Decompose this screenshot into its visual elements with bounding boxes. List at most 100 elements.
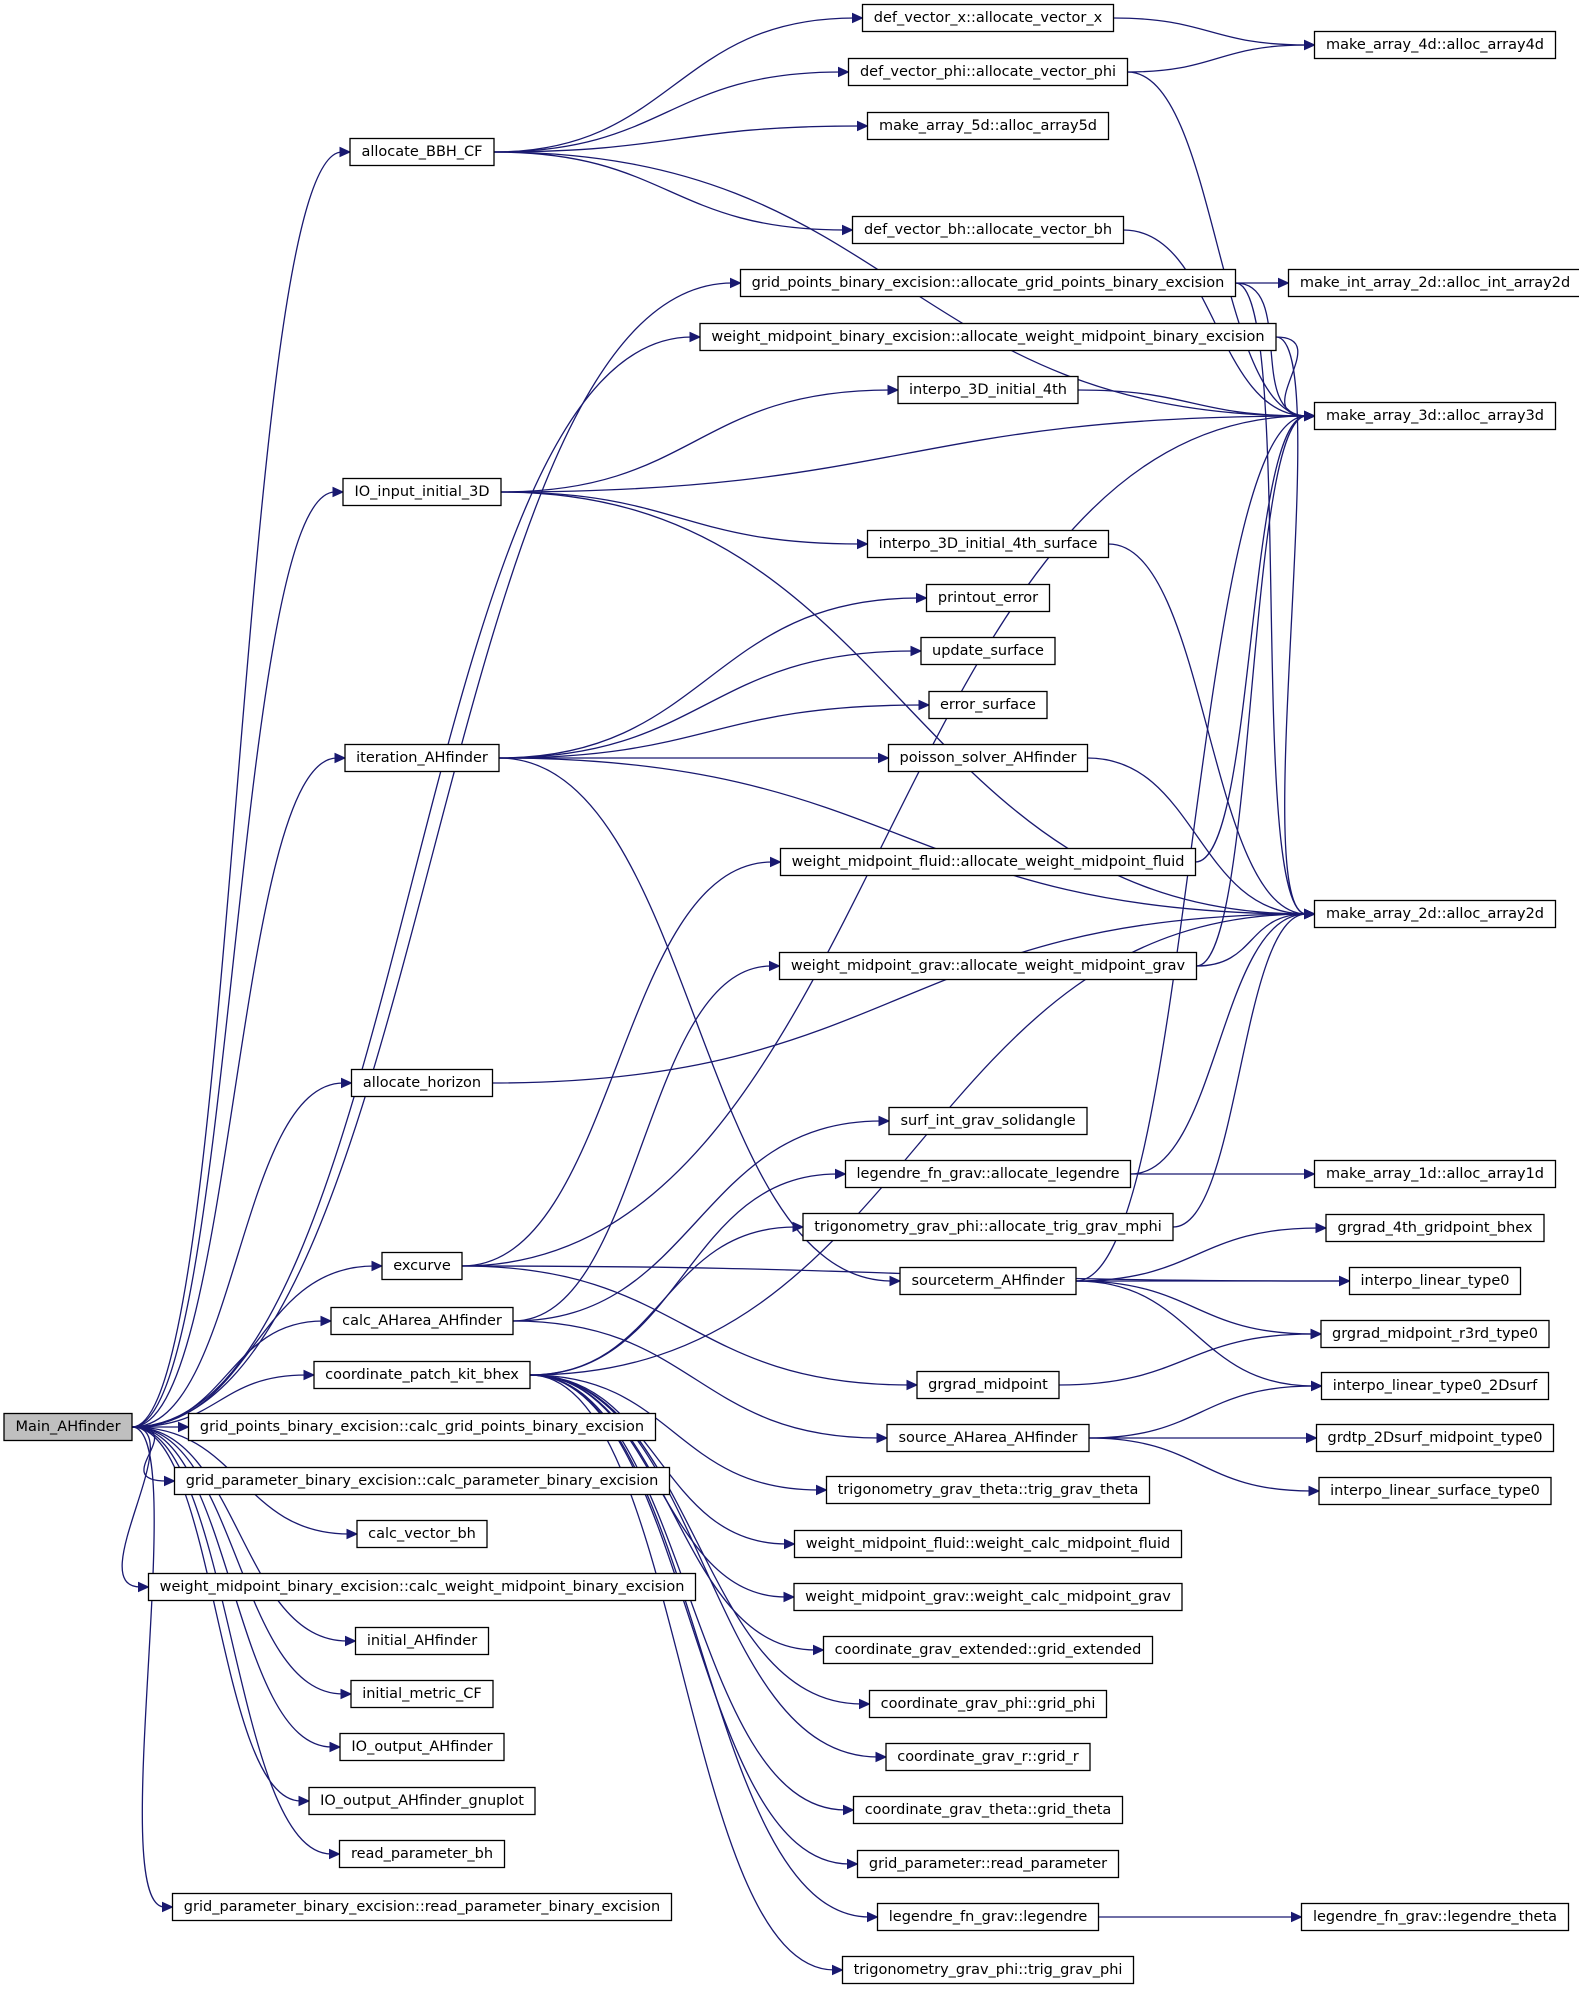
node-label: interpo_linear_type0 bbox=[1361, 1273, 1510, 1289]
arrowhead bbox=[1339, 1275, 1351, 1287]
node-alloc-horizon[interactable]: allocate_horizon bbox=[350, 1068, 494, 1098]
edge-line bbox=[1275, 336, 1307, 417]
node-def-vbh[interactable]: def_vector_bh::allocate_vector_bh bbox=[851, 215, 1125, 245]
edge-line bbox=[529, 1374, 816, 1651]
node-label: make_array_1d::alloc_array1d bbox=[1326, 1166, 1544, 1182]
node-grid-ext[interactable]: coordinate_grav_extended::grid_extended bbox=[822, 1635, 1154, 1665]
edge-source-aharea-to-interpo-lin2d bbox=[1088, 1380, 1323, 1439]
node-trig-theta[interactable]: trigonometry_grav_theta::trig_grav_theta bbox=[825, 1475, 1151, 1505]
node-update-surface[interactable]: update_surface bbox=[920, 636, 1056, 666]
node-grgrad-mid[interactable]: grgrad_midpoint bbox=[916, 1370, 1060, 1400]
node-surf-int[interactable]: surf_int_grav_solidangle bbox=[888, 1106, 1088, 1136]
node-main[interactable]: Main_AHfinder bbox=[3, 1412, 133, 1442]
node-wmg-calc[interactable]: weight_midpoint_grav::weight_calc_midpoi… bbox=[793, 1582, 1183, 1612]
node-printout[interactable]: printout_error bbox=[925, 583, 1051, 613]
edge-def-vx-to-arr4d bbox=[1113, 17, 1316, 51]
node-wm-alloc[interactable]: weight_midpoint_binary_excision::allocat… bbox=[699, 322, 1277, 352]
node-interpo-lin[interactable]: interpo_linear_type0 bbox=[1348, 1266, 1522, 1296]
arrowhead bbox=[298, 1795, 311, 1807]
node-io-output-gnu[interactable]: IO_output_AHfinder_gnuplot bbox=[308, 1786, 536, 1816]
node-label: allocate_BBH_CF bbox=[361, 144, 482, 160]
arrowhead bbox=[1278, 277, 1290, 289]
node-gpar-read[interactable]: grid_parameter_binary_excision::read_par… bbox=[171, 1892, 673, 1922]
node-wm-calc[interactable]: weight_midpoint_binary_excision::calc_we… bbox=[147, 1572, 697, 1602]
node-trig-phi[interactable]: trigonometry_grav_phi::trig_grav_phi bbox=[841, 1955, 1135, 1985]
call-edges bbox=[121, 12, 1351, 1976]
node-grid-theta[interactable]: coordinate_grav_theta::grid_theta bbox=[852, 1795, 1124, 1825]
node-gp-calc[interactable]: grid_points_binary_excision::calc_grid_p… bbox=[187, 1412, 657, 1442]
node-allocate-bbh[interactable]: allocate_BBH_CF bbox=[349, 137, 495, 167]
node-leg-theta[interactable]: legendre_fn_grav::legendre_theta bbox=[1300, 1902, 1570, 1932]
node-interpo-4th[interactable]: interpo_3D_initial_4th bbox=[897, 375, 1079, 405]
edge-leg-alloc-to-arr2d bbox=[1130, 908, 1316, 1175]
node-interpo-lin2d[interactable]: interpo_linear_type0_2Dsurf bbox=[1320, 1371, 1550, 1401]
node-box bbox=[822, 1635, 1154, 1665]
arrowhead bbox=[875, 1751, 888, 1763]
edge-line bbox=[529, 913, 1307, 1376]
node-arr3d[interactable]: make_array_3d::alloc_array3d bbox=[1313, 401, 1557, 431]
node-box bbox=[350, 1068, 494, 1098]
node-trig-alloc[interactable]: trigonometry_grav_phi::allocate_trig_gra… bbox=[802, 1212, 1174, 1242]
node-read-param[interactable]: grid_parameter::read_parameter bbox=[856, 1849, 1120, 1879]
edge-excurve-to-grgrad-mid bbox=[461, 1265, 919, 1391]
edge-line bbox=[493, 17, 855, 153]
node-interpo-lin-surf[interactable]: interpo_linear_surface_type0 bbox=[1318, 1476, 1552, 1506]
node-label: interpo_linear_surface_type0 bbox=[1330, 1483, 1540, 1499]
node-label: error_surface bbox=[940, 697, 1036, 713]
node-def-vphi[interactable]: def_vector_phi::allocate_vector_phi bbox=[847, 57, 1129, 87]
node-box bbox=[852, 1795, 1124, 1825]
node-sourceterm[interactable]: sourceterm_AHfinder bbox=[899, 1266, 1077, 1296]
edge-line bbox=[131, 1426, 344, 1695]
node-label: def_vector_x::allocate_vector_x bbox=[874, 10, 1103, 26]
node-gp-alloc[interactable]: grid_points_binary_excision::allocate_gr… bbox=[739, 268, 1237, 298]
node-grid-r[interactable]: coordinate_grav_r::grid_r bbox=[885, 1742, 1091, 1772]
node-wmf-alloc[interactable]: weight_midpoint_fluid::allocate_weight_m… bbox=[779, 847, 1197, 877]
node-leg-alloc[interactable]: legendre_fn_grav::allocate_legendre bbox=[844, 1159, 1132, 1189]
node-label: printout_error bbox=[938, 590, 1038, 606]
node-initial-metric[interactable]: initial_metric_CF bbox=[350, 1679, 494, 1709]
node-int2d[interactable]: make_int_array_2d::alloc_int_array2d bbox=[1287, 268, 1579, 298]
node-arr1d[interactable]: make_array_1d::alloc_array1d bbox=[1313, 1159, 1557, 1189]
node-def-vx[interactable]: def_vector_x::allocate_vector_x bbox=[861, 3, 1115, 33]
node-box bbox=[1325, 1213, 1545, 1243]
node-calc-aharea[interactable]: calc_AHarea_AHfinder bbox=[330, 1306, 514, 1336]
edge-line bbox=[1196, 913, 1307, 967]
node-io-input[interactable]: IO_input_initial_3D bbox=[342, 477, 502, 507]
node-source-aharea[interactable]: source_AHarea_AHfinder bbox=[886, 1423, 1090, 1453]
node-legendre[interactable]: legendre_fn_grav::legendre bbox=[876, 1902, 1100, 1932]
node-label: IO_output_AHfinder bbox=[351, 1739, 492, 1755]
node-grdtp[interactable]: grdtp_2Dsurf_midpoint_type0 bbox=[1315, 1423, 1555, 1453]
node-arr4d[interactable]: make_array_4d::alloc_array4d bbox=[1313, 30, 1557, 60]
node-grgrad4[interactable]: grgrad_4th_gridpoint_bhex bbox=[1325, 1213, 1545, 1243]
node-calc-vector-bh[interactable]: calc_vector_bh bbox=[356, 1519, 488, 1549]
node-iteration[interactable]: iteration_AHfinder bbox=[344, 743, 500, 773]
node-excurve[interactable]: excurve bbox=[381, 1251, 463, 1281]
node-gpar-calc[interactable]: grid_parameter_binary_excision::calc_par… bbox=[173, 1466, 671, 1496]
node-coord-patch[interactable]: coordinate_patch_kit_bhex bbox=[313, 1360, 531, 1390]
node-arr5d[interactable]: make_array_5d::alloc_array5d bbox=[866, 111, 1110, 141]
node-box bbox=[147, 1572, 697, 1602]
edge-line bbox=[1127, 71, 1307, 417]
node-interpo-4th-surf[interactable]: interpo_3D_initial_4th_surface bbox=[866, 529, 1110, 559]
arrowhead bbox=[838, 66, 850, 78]
edge-line bbox=[500, 491, 860, 545]
node-error-surface[interactable]: error_surface bbox=[928, 690, 1048, 720]
edge-interpo-4th-to-arr3d bbox=[1077, 389, 1316, 422]
arrowhead bbox=[813, 1644, 825, 1656]
edge-coord-patch-to-read-param bbox=[529, 1374, 859, 1870]
node-grid-phi[interactable]: coordinate_grav_phi::grid_phi bbox=[868, 1689, 1108, 1719]
node-box bbox=[779, 847, 1197, 877]
node-label: sourceterm_AHfinder bbox=[911, 1273, 1064, 1289]
edge-main-to-initial-ah bbox=[131, 1426, 357, 1647]
node-initial-ah[interactable]: initial_AHfinder bbox=[354, 1626, 490, 1656]
node-read-param-bh[interactable]: read_parameter_bh bbox=[338, 1839, 506, 1869]
node-grgrad-r3rd[interactable]: grgrad_midpoint_r3rd_type0 bbox=[1320, 1319, 1550, 1349]
node-io-output[interactable]: IO_output_AHfinder bbox=[339, 1732, 505, 1762]
node-label: make_array_3d::alloc_array3d bbox=[1326, 408, 1544, 424]
edge-line bbox=[461, 1265, 910, 1386]
node-wmg-alloc[interactable]: weight_midpoint_grav::allocate_weight_mi… bbox=[778, 951, 1198, 981]
node-poisson[interactable]: poisson_solver_AHfinder bbox=[887, 743, 1089, 773]
node-box bbox=[844, 1159, 1132, 1189]
node-wmf-calc[interactable]: weight_midpoint_fluid::weight_calc_midpo… bbox=[793, 1529, 1183, 1559]
node-arr2d[interactable]: make_array_2d::alloc_array2d bbox=[1313, 899, 1557, 929]
